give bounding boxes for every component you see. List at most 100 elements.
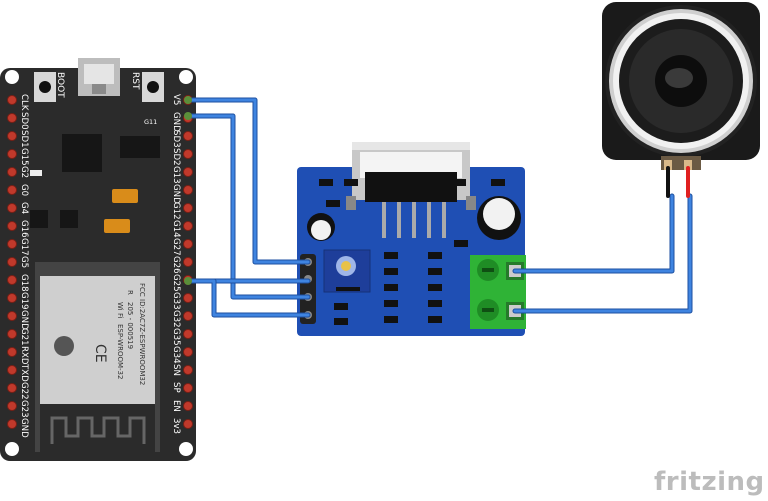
pin-dot — [7, 257, 17, 267]
pin-dot — [183, 149, 193, 159]
pin-label: V5 — [171, 94, 181, 105]
pin-label: G18 — [19, 274, 29, 292]
pin-label: CLK — [19, 94, 29, 111]
left-pin-header — [7, 95, 17, 429]
pin-dot — [183, 419, 193, 429]
pin-label: EN — [171, 400, 181, 412]
pin-label: G5 — [19, 256, 29, 268]
pin-dot — [183, 383, 193, 393]
heatsink — [346, 142, 476, 238]
pin-dot — [7, 347, 17, 357]
pin-dot — [183, 185, 193, 195]
pin-dot — [183, 167, 193, 177]
pin-label: G19 — [19, 292, 29, 310]
pin-dot — [7, 419, 17, 429]
speaker — [602, 2, 760, 170]
pin-dot — [7, 239, 17, 249]
pin-dot — [7, 167, 17, 177]
pin-label: SD3 — [171, 130, 181, 148]
pin-dot — [7, 113, 17, 123]
pin-label: G15 — [19, 148, 29, 166]
pin-label: G22 — [19, 382, 29, 400]
potentiometer — [323, 249, 371, 293]
usb-connector — [78, 58, 120, 96]
pin-label: G12 — [171, 202, 181, 220]
amplifier-module — [297, 142, 526, 336]
pin-dot — [183, 365, 193, 375]
pin-label: SD2 — [171, 148, 181, 166]
pin-label: SP — [171, 382, 181, 393]
pin-label: G4 — [19, 202, 29, 214]
pin-dot — [183, 311, 193, 321]
rst-label: RST — [130, 72, 140, 90]
pin-dot — [7, 293, 17, 303]
pin-dot — [7, 401, 17, 411]
pin-label: G25 — [171, 274, 181, 292]
pin-label: RXD — [19, 346, 29, 365]
wroom-module: FCC ID:2AC7Z-ESPWROOM32 205 - 000519 R E… — [35, 262, 160, 452]
pin-dot — [183, 401, 193, 411]
module-serial: 205 - 000519 — [126, 302, 134, 349]
module-r-mark: R — [126, 290, 134, 295]
pin-label: G13 — [171, 166, 181, 184]
pin-dot — [183, 203, 193, 213]
pin-dot — [7, 383, 17, 393]
pin-label: G23 — [19, 400, 29, 418]
pin-dot — [7, 203, 17, 213]
esp32-board: BOOT RST G11 FCC ID:2AC7Z-ESPWROOM32 205… — [0, 58, 196, 461]
pin-dot — [7, 221, 17, 231]
pin-label: G14 — [171, 220, 181, 238]
module-model: ESP-WROOM-32 — [116, 324, 124, 379]
module-fcc-id: FCC ID:2AC7Z-ESPWROOM32 — [138, 283, 146, 385]
boot-label: BOOT — [55, 72, 65, 98]
screw-terminal — [470, 255, 526, 329]
wire-out-to-speaker-1 — [512, 193, 675, 274]
pin-label: G26 — [171, 256, 181, 274]
pin-label: SD1 — [19, 130, 29, 148]
pin-dot — [183, 257, 193, 267]
fritzing-logo: fritzing — [654, 467, 765, 497]
pin-label: 3v3 — [171, 418, 181, 434]
pin-label: TXD — [19, 363, 29, 382]
pin-dot — [7, 131, 17, 141]
pin-label: GND — [171, 112, 181, 132]
pin-dot — [183, 239, 193, 249]
boot-button[interactable] — [34, 72, 56, 102]
pin-label: GND — [19, 310, 29, 330]
left-pin-labels: CLKSD0SD1G15G2G0G4G16G17G5G18G19GNDG21RX… — [19, 94, 29, 438]
pin-label: G33 — [171, 292, 181, 310]
pin-label: SN — [171, 364, 181, 376]
pin-dot — [7, 149, 17, 159]
smd-components — [319, 179, 505, 325]
pin-dot — [7, 365, 17, 375]
rst-button[interactable] — [142, 72, 164, 102]
pin-label: G32 — [171, 310, 181, 328]
wire-out-to-speaker-2 — [512, 193, 693, 314]
g11-label: G11 — [144, 118, 157, 126]
pin-dot — [183, 131, 193, 141]
pin-label: G27 — [171, 238, 181, 256]
pin-dot — [183, 329, 193, 339]
pin-dot — [183, 221, 193, 231]
pin-label: G35 — [171, 328, 181, 346]
pin-label: G2 — [19, 166, 29, 178]
pin-label: G16 — [19, 220, 29, 238]
pin-label: G34 — [171, 346, 181, 364]
pin-dot — [183, 347, 193, 357]
wire-v5-to-amp — [185, 97, 311, 265]
pin-dot — [7, 329, 17, 339]
wires — [184, 96, 693, 318]
pin-dot — [7, 311, 17, 321]
right-pin-labels: V5GNDSD3SD2G13GNDG12G14G27G26G25G33G32G3… — [171, 94, 181, 434]
pin-label: GND — [171, 184, 181, 204]
pin-label: G17 — [19, 238, 29, 256]
pin-dot — [183, 293, 193, 303]
pin-label: SD0 — [19, 112, 29, 130]
module-ce-mark: CE — [92, 344, 108, 363]
pin-label: GND — [19, 418, 29, 438]
pin-label: G21 — [19, 328, 29, 346]
pin-dot — [7, 185, 17, 195]
module-wifi-mark: Wi Fi — [116, 302, 124, 318]
pin-label: G0 — [19, 184, 29, 196]
